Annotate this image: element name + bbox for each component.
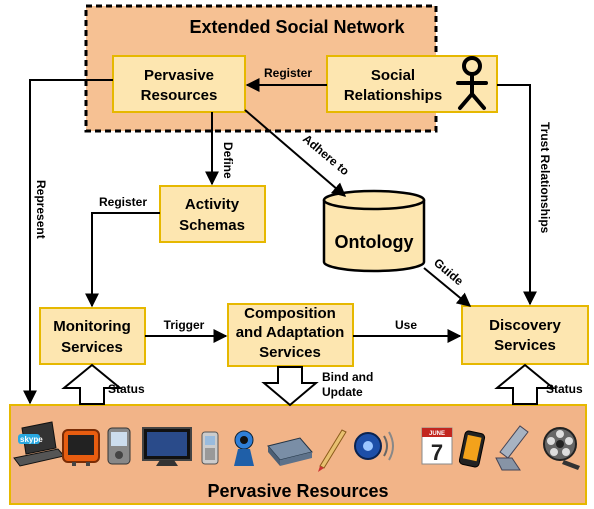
pen-icon	[318, 429, 347, 472]
label-bind-update-1: Bind and	[322, 370, 373, 384]
film-reel-icon	[543, 427, 580, 470]
ontology-cylinder	[322, 189, 426, 273]
pervasive-resources-top-label-2: Resources	[141, 87, 218, 104]
label-guide: Guide	[431, 256, 466, 289]
calendar-icon: JUNE 7	[421, 427, 453, 465]
label-define: Define	[221, 142, 235, 179]
arrow-represent	[23, 79, 113, 405]
activity-schemas-box	[159, 185, 266, 243]
activity-schemas-label-1: Activity	[185, 196, 240, 213]
ontology-label: Ontology	[335, 232, 414, 252]
monitoring-services-label-2: Services	[61, 339, 123, 356]
label-register-left: Register	[99, 195, 147, 209]
label-register-top: Register	[264, 66, 312, 80]
arrow-register-left	[85, 212, 160, 308]
extended-social-network-title: Extended Social Network	[189, 17, 405, 37]
composition-services-label-3: Services	[259, 344, 321, 361]
person-icon	[456, 56, 488, 110]
laptop-brand-text: skype	[20, 435, 43, 444]
monitoring-services-label-1: Monitoring	[53, 318, 130, 335]
activity-schemas-label-2: Schemas	[179, 217, 245, 234]
scanner-icon	[267, 437, 313, 466]
pervasive-resources-top-label-1: Pervasive	[144, 67, 214, 84]
label-trigger: Trigger	[164, 318, 205, 332]
label-trust-relationships: Trust Relationships	[538, 122, 552, 234]
discovery-services-label-2: Services	[494, 337, 556, 354]
arrow-trust-relationships	[497, 84, 537, 306]
webcam-icon	[234, 430, 254, 466]
composition-services-label-1: Composition	[244, 305, 336, 322]
flip-phone-icon	[495, 425, 529, 471]
discovery-services-label-1: Discovery	[489, 317, 561, 334]
tv-icon	[62, 429, 100, 466]
block-arrow-status-left	[61, 363, 123, 405]
pda-icon	[107, 427, 131, 465]
block-arrow-status-right	[494, 363, 556, 405]
label-adhere-to: Adhere to	[300, 132, 352, 179]
label-status-right: Status	[546, 382, 583, 396]
label-status-left: Status	[108, 382, 145, 396]
discovery-services-box	[461, 305, 589, 365]
arrow-adhere-to	[244, 109, 347, 197]
label-represent: Represent	[34, 180, 48, 239]
calendar-month-text: JUNE	[429, 431, 445, 437]
composition-services-label-2: and Adaptation	[236, 324, 345, 341]
block-arrow-bind-update	[261, 366, 319, 407]
arrow-guide	[423, 267, 472, 307]
monitor-icon	[142, 427, 192, 466]
laptop-icon: skype	[13, 421, 65, 467]
social-relationships-label-1: Social	[371, 67, 415, 84]
label-bind-update-2: Update	[322, 385, 363, 399]
label-use: Use	[395, 318, 417, 332]
pervasive-resources-top-box	[112, 55, 246, 113]
speaker-icon	[354, 431, 394, 461]
phone-icon	[201, 431, 219, 465]
pervasive-resources-bottom-label: Pervasive Resources	[207, 481, 388, 501]
calendar-day-text: 7	[431, 440, 443, 465]
social-relationships-label-2: Relationships	[344, 87, 442, 104]
smartphone-icon	[458, 430, 486, 468]
monitoring-services-box	[39, 307, 146, 365]
